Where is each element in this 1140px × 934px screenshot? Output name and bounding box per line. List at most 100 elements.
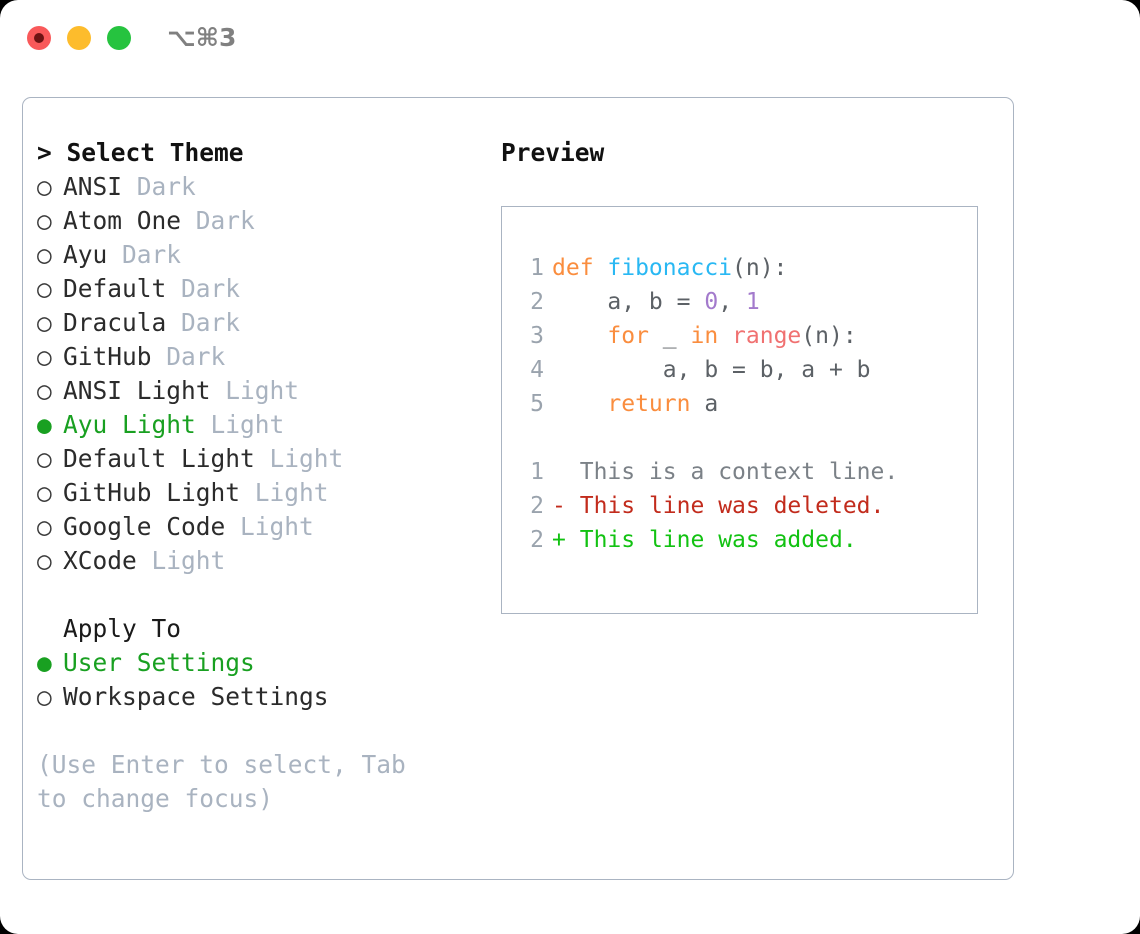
apply-to-option-user-settings[interactable]: ●User Settings [37, 646, 485, 680]
theme-option-ansi[interactable]: ○ANSI Dark [37, 170, 485, 204]
radio-unselected-icon: ○ [37, 478, 52, 507]
theme-option-badge: Light [151, 546, 226, 575]
theme-option-label: ANSI Light [63, 376, 211, 405]
radio-unselected-icon: ○ [37, 206, 52, 235]
diff-sign: + [552, 527, 566, 553]
radio-unselected-icon: ○ [37, 444, 52, 473]
theme-option-label: GitHub Light [63, 478, 241, 507]
code-line: 4 a, b = b, a + b [518, 353, 977, 387]
line-number: 1 [530, 459, 544, 485]
theme-option-badge: Dark [166, 342, 226, 371]
minimize-button[interactable] [67, 26, 91, 50]
theme-option-badge: Dark [195, 206, 255, 235]
diff-line-content: + This line was added. [552, 527, 857, 553]
code-token-func: fibonacci [607, 255, 733, 281]
theme-option-list: ○ANSI Dark○Atom One Dark○Ayu Dark○Defaul… [37, 170, 485, 578]
apply-to-option-label: Workspace Settings [63, 682, 329, 711]
select-theme-header: > Select Theme [37, 138, 244, 167]
theme-option-label: ANSI [63, 172, 123, 201]
code-token-punct: (n): [732, 255, 788, 281]
line-number: 2 [530, 289, 544, 315]
radio-unselected-icon: ○ [37, 682, 52, 711]
theme-option-ayu[interactable]: ○ Ayu Dark [37, 238, 485, 272]
theme-option-label: Default Light [63, 444, 255, 473]
theme-option-badge: Dark [122, 240, 182, 269]
code-line-content: return a [552, 391, 718, 417]
diff-line-content: - This line was deleted. [552, 493, 884, 519]
radio-selected-icon: ● [37, 648, 52, 677]
theme-option-xcode[interactable]: ○XCode Light [37, 544, 485, 578]
apply-to-section: Apply To ●User Settings○Workspace Settin… [37, 612, 485, 714]
code-token-plain: a [690, 391, 719, 417]
diff-sample: 1 This is a context line.2- This line wa… [518, 455, 977, 557]
diff-line-content: This is a context line. [552, 459, 899, 485]
theme-option-badge: Light [254, 478, 329, 507]
theme-option-github-light[interactable]: ○ GitHub Light Light [37, 476, 485, 510]
line-number: 2 [530, 493, 544, 519]
line-number: 4 [530, 357, 544, 383]
theme-option-default[interactable]: ○Default Dark [37, 272, 485, 306]
title-bar: ⌥⌘3 [0, 0, 1140, 78]
line-number: 3 [530, 323, 544, 349]
theme-option-github[interactable]: ○ GitHub Dark [37, 340, 485, 374]
code-token-punct: , [718, 289, 746, 315]
radio-selected-icon: ● [37, 410, 52, 439]
line-number: 1 [530, 255, 544, 281]
code-token-kw: return [607, 391, 691, 417]
code-line-content: for _ in range(n): [552, 323, 857, 349]
code-line-content: def fibonacci(n): [552, 255, 787, 281]
theme-option-google-code[interactable]: ○Google Code Light [37, 510, 485, 544]
theme-option-label: Ayu Light [63, 410, 196, 439]
theme-option-label: GitHub [63, 342, 152, 371]
code-line: 2 a, b = 0, 1 [518, 285, 977, 319]
diff-text: This line was added. [579, 527, 857, 553]
code-token-kw: def [552, 255, 608, 281]
theme-option-atom-one[interactable]: ○Atom One Dark [37, 204, 485, 238]
code-token-built: range [732, 323, 802, 349]
radio-unselected-icon: ○ [37, 546, 52, 575]
theme-selection-column: > Select Theme ○ANSI Dark○Atom One Dark○… [37, 136, 485, 816]
theme-option-label: Google Code [63, 512, 226, 541]
diff-line-ctx: 1 This is a context line. [518, 455, 977, 489]
theme-option-ayu-light[interactable]: ● Ayu Light Light [37, 408, 485, 442]
close-button[interactable] [27, 26, 51, 50]
code-token-plain: a, b = b, a + b [552, 357, 871, 383]
code-token-plain: _ [648, 323, 691, 349]
diff-line-add: 2 + This line was added. [518, 523, 977, 557]
radio-unselected-icon: ○ [37, 274, 52, 303]
preview-title: Preview [501, 138, 605, 167]
diff-sign [552, 459, 566, 485]
apply-to-option-workspace-settings[interactable]: ○ Workspace Settings [37, 680, 485, 714]
theme-option-label: Default [63, 274, 167, 303]
zoom-button[interactable] [107, 26, 131, 50]
theme-option-default-light[interactable]: ○ Default Light Light [37, 442, 485, 476]
radio-unselected-icon: ○ [37, 342, 52, 371]
radio-unselected-icon: ○ [37, 240, 52, 269]
main-panel: > Select Theme ○ANSI Dark○Atom One Dark○… [22, 97, 1014, 880]
theme-option-badge: Light [269, 444, 344, 473]
diff-text: This line was deleted. [579, 493, 885, 519]
theme-option-dracula[interactable]: ○Dracula Dark [37, 306, 485, 340]
diff-sign: - [552, 493, 566, 519]
code-line-content: a, b = 0, 1 [552, 289, 760, 315]
theme-option-badge: Dark [136, 172, 196, 201]
code-token-num: 1 [745, 289, 760, 315]
keyboard-shortcut-label: ⌥⌘3 [167, 23, 237, 52]
code-token-punct: (n): [801, 323, 857, 349]
code-line: 3 for _ in range(n): [518, 319, 977, 353]
line-number: 5 [530, 391, 544, 417]
code-token-plain [552, 323, 607, 349]
radio-unselected-icon: ○ [37, 376, 52, 405]
theme-option-badge: Light [210, 410, 285, 439]
code-token-kw: in [690, 323, 719, 349]
theme-option-label: Ayu [63, 240, 108, 269]
spacer [518, 421, 977, 455]
code-token-plain [718, 323, 732, 349]
line-number: 2 [530, 527, 544, 553]
diff-text: This is a context line. [579, 459, 899, 485]
theme-option-ansi-light[interactable]: ○ANSI Light Light [37, 374, 485, 408]
